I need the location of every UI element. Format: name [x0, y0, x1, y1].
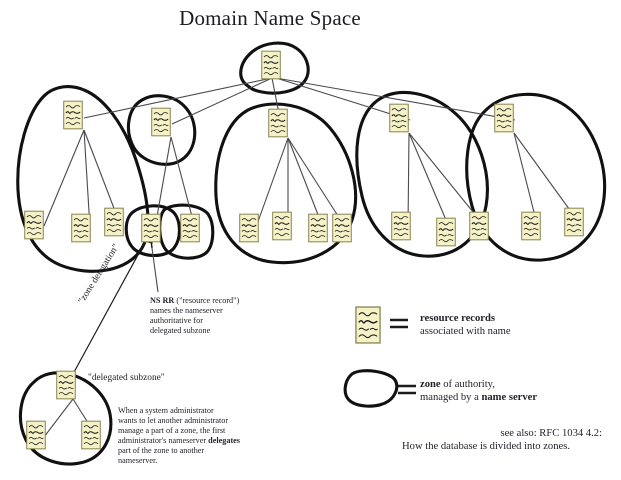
- resource-record-node[interactable]: [261, 50, 281, 80]
- resource-record-node[interactable]: [494, 103, 514, 133]
- legend-zone-line2-pre: managed by a: [420, 391, 482, 403]
- resource-record-node[interactable]: [24, 210, 44, 240]
- legend-rr-line2: associated with name: [420, 325, 511, 337]
- resource-record-node[interactable]: [469, 211, 489, 241]
- legend-zone-line2-bold: name server: [481, 391, 538, 403]
- resource-record-node[interactable]: [436, 217, 456, 247]
- see-also-line2: How the database is divided into zones.: [402, 440, 570, 452]
- resource-record-node[interactable]: [104, 207, 124, 237]
- explanation-line5: part of the zone to another: [118, 446, 205, 455]
- legend-zone-icon: [343, 369, 399, 408]
- resource-record-node[interactable]: [268, 108, 288, 138]
- resource-record-node[interactable]: [389, 103, 409, 133]
- page-title: Domain Name Space: [179, 6, 361, 30]
- legend-zone-line1-bold: zone: [420, 379, 441, 390]
- ns-rr-line4: delegated subzone: [150, 326, 211, 335]
- delegated-subzone-label: "delegated subzone": [88, 373, 165, 383]
- legend-rr-line1: resource records: [420, 313, 496, 324]
- ns-rr-line3: authoritative for: [150, 316, 203, 325]
- legend-zone-line1-rest: of authority,: [440, 379, 495, 390]
- resource-record-node[interactable]: [26, 420, 46, 450]
- explanation-line1: When a system administrator: [118, 406, 214, 415]
- explanation-line2: wants to let another administrator: [118, 416, 229, 425]
- see-also-note: see also: RFC 1034 4.2: How the database…: [360, 428, 612, 454]
- resource-record-node[interactable]: [180, 213, 200, 243]
- ns-rr-pointer: [143, 235, 159, 293]
- explanation-line3: manage a part of a zone, the first: [118, 426, 226, 435]
- resource-record-node[interactable]: [272, 211, 292, 241]
- legend-graphics: [343, 306, 416, 408]
- zone-delegation-line: [72, 241, 146, 375]
- legend-resource-records-text: resource records associated with name: [420, 313, 610, 339]
- resource-record-node[interactable]: [391, 211, 411, 241]
- ns-rr-line1-bold: NS RR: [150, 296, 175, 305]
- resource-record-node[interactable]: [332, 213, 352, 243]
- ns-rr-annotation: NS RR ("resource record") names the name…: [150, 296, 260, 336]
- resource-record-node[interactable]: [56, 370, 76, 400]
- explanation-line4-bold: delegates: [208, 436, 240, 445]
- resource-record-node[interactable]: [141, 213, 161, 243]
- resource-record-node[interactable]: [521, 211, 541, 241]
- delegation-explanation: When a system administrator wants to let…: [118, 406, 268, 466]
- legend-zone-text: zone of authority, managed by a name ser…: [420, 379, 610, 405]
- legend-equals-icon-1: [390, 318, 408, 329]
- explanation-line4-pre: administrator's nameserver: [118, 436, 209, 445]
- resource-record-node[interactable]: [151, 107, 171, 137]
- legend-resource-record-icon: [355, 306, 381, 344]
- resource-record-node[interactable]: [71, 213, 91, 243]
- resource-record-node[interactable]: [564, 207, 584, 237]
- resource-record-node[interactable]: [308, 213, 328, 243]
- resource-record-node[interactable]: [63, 100, 83, 130]
- resource-record-node[interactable]: [81, 420, 101, 450]
- ns-rr-line1-rest: ("resource record"): [174, 296, 240, 305]
- resource-record-node[interactable]: [239, 213, 259, 243]
- explanation-line6: nameserver.: [118, 456, 158, 465]
- ns-rr-line2: names the nameserver: [150, 306, 223, 315]
- legend-equals-icon-2: [398, 384, 416, 395]
- see-also-line1: see also: RFC 1034 4.2:: [500, 428, 602, 439]
